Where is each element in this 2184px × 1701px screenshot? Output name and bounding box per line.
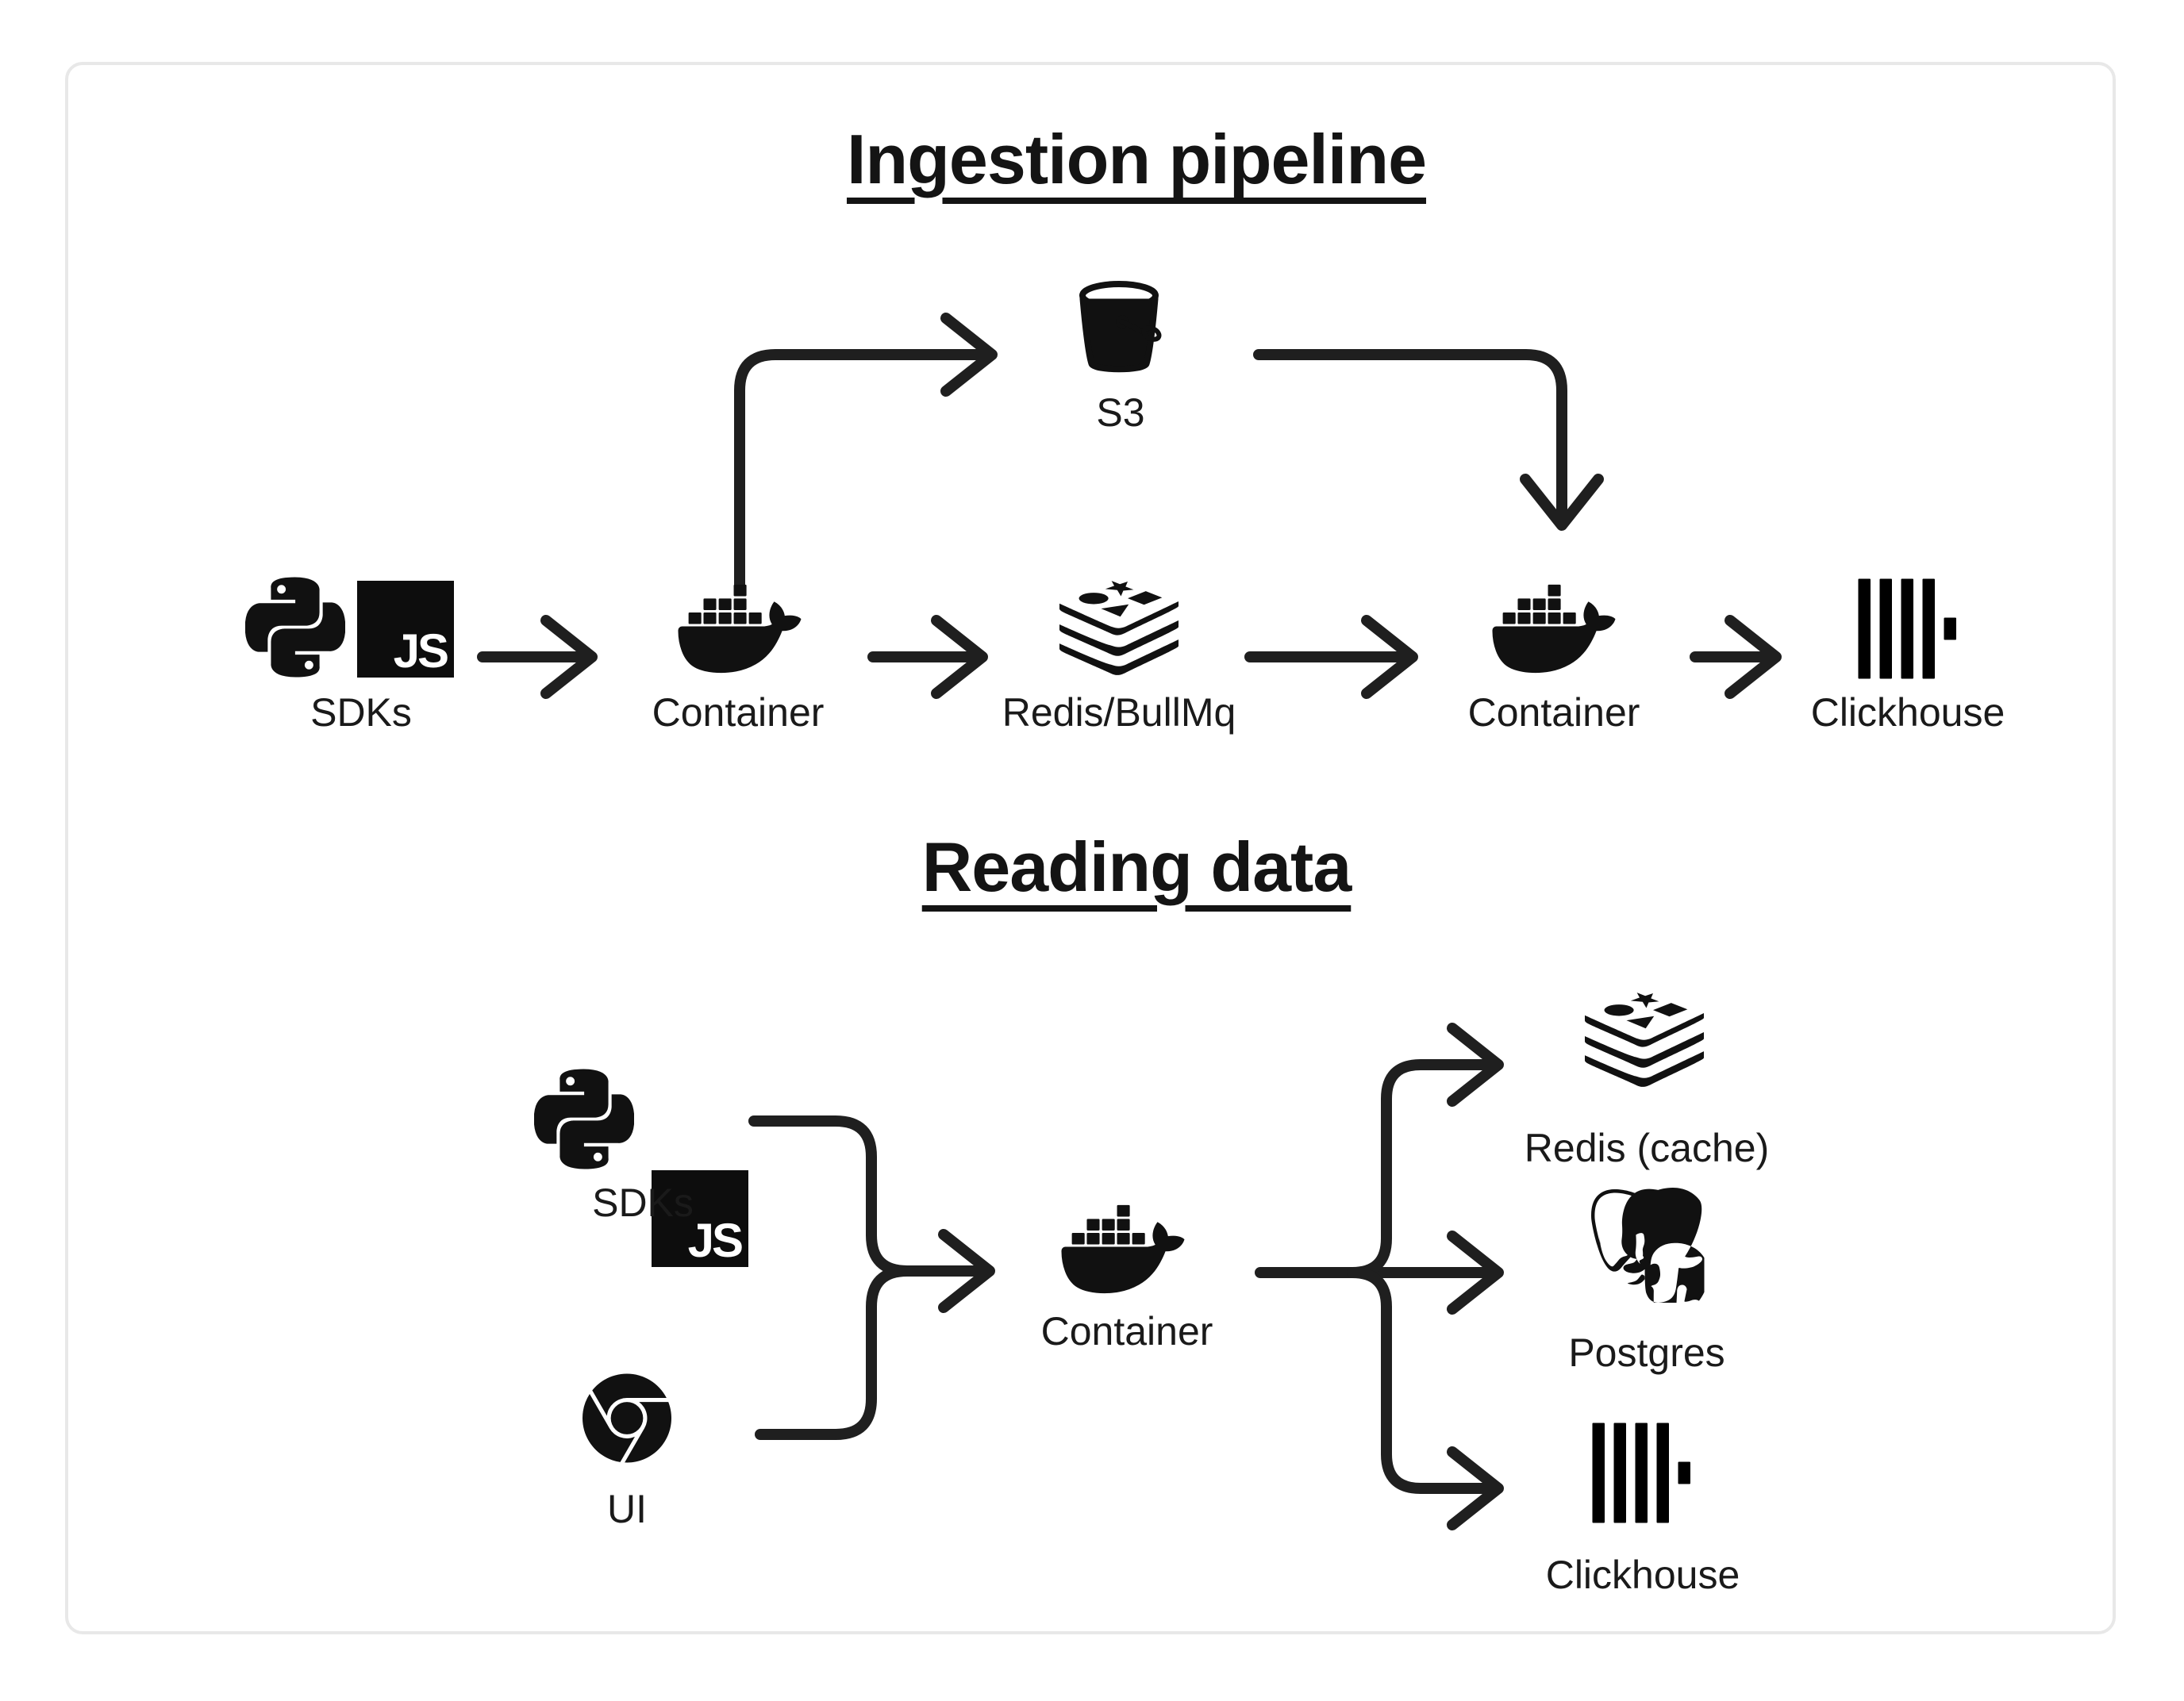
edge-merge-arrow [902,1229,995,1313]
docker-icon [1492,567,1616,694]
node-label-clickhouse-1: Clickhouse [1810,690,2005,735]
edge-container-to-postgres [1255,1231,1504,1315]
node-label-sdks-reading: SDKs [592,1181,694,1225]
javascript-icon: JS [652,1170,748,1267]
chrome-icon [582,1373,671,1467]
redis-icon [1585,980,1704,1103]
python-icon [244,577,346,682]
edge-container-to-redis [867,615,988,699]
edge-sdks-to-container [477,615,598,699]
edge-sdks-to-container-reading [748,1115,913,1277]
reading-title: Reading data [921,827,1352,906]
node-label-ui: UI [607,1487,647,1531]
edge-s3-to-container [1253,349,1604,531]
node-label-sdks: SDKs [310,690,412,735]
docker-icon [1061,1188,1185,1315]
clickhouse-icon [1858,578,1958,683]
javascript-badge-text: JS [393,624,449,678]
node-label-redis-cache: Redis (cache) [1524,1126,1770,1170]
javascript-icon: JS [357,581,454,678]
node-label-redis-bullmq: Redis/BullMq [1002,690,1236,735]
edge-container-to-redis-cache [1347,1023,1504,1278]
python-icon [533,1069,635,1173]
edge-container-to-clickhouse-reading [1347,1267,1504,1530]
javascript-badge-text: JS [687,1214,744,1267]
edge-container-to-clickhouse [1690,615,1782,699]
s3-bucket-icon [1074,279,1169,388]
docker-icon [678,567,802,694]
ingestion-title: Ingestion pipeline [846,120,1427,198]
node-label-clickhouse-2: Clickhouse [1545,1553,1740,1597]
edge-ui-to-container-reading [755,1265,913,1440]
edge-container-to-s3 [734,313,998,593]
node-label-container-2: Container [1467,690,1640,735]
edge-redis-to-container [1244,615,1418,699]
node-label-container-1: Container [652,690,825,735]
node-label-s3: S3 [1096,390,1145,435]
clickhouse-icon [1592,1423,1692,1527]
postgres-icon [1590,1188,1709,1324]
node-label-postgres: Postgres [1568,1330,1725,1375]
node-label-container-3: Container [1040,1309,1213,1354]
redis-icon [1059,568,1179,691]
